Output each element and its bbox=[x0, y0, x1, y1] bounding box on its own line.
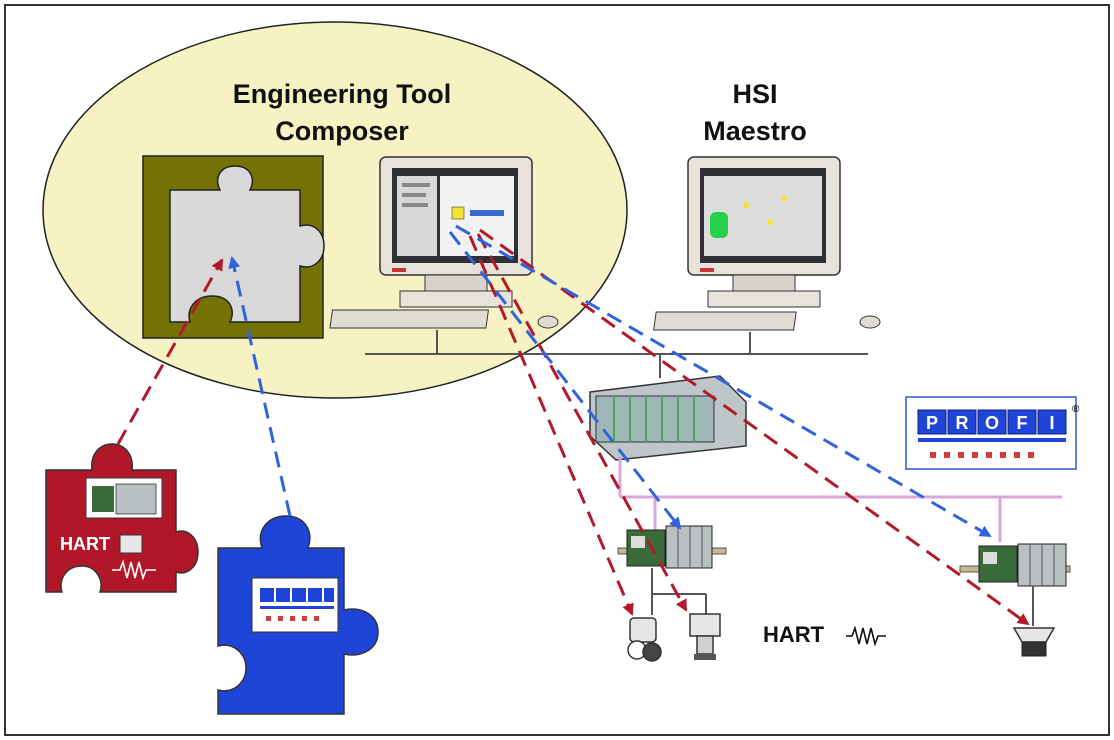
red-arrow-hart-to-frame bbox=[116, 258, 224, 445]
red-arrow-composer-to-transmitter bbox=[476, 233, 688, 612]
composer-mouse bbox=[537, 315, 559, 329]
remote-io-station-2 bbox=[959, 543, 1071, 626]
ethernet-network bbox=[365, 330, 868, 378]
profibus-logo: P R O F I ® bbox=[905, 396, 1080, 470]
profi-letter-3: O bbox=[985, 413, 999, 433]
dtm-puzzle-frame bbox=[142, 155, 325, 339]
blue-arrow-profi-to-frame bbox=[228, 256, 292, 517]
hart-dtm-piece: HART bbox=[45, 443, 199, 593]
hsi-mouse bbox=[859, 315, 881, 329]
red-dashed-arrows bbox=[116, 228, 1030, 626]
remote-io-station-1 bbox=[617, 525, 727, 615]
hsi-title-line1: HSI bbox=[732, 79, 777, 109]
hsi-workstation bbox=[653, 156, 881, 331]
red-arrow-composer-to-sensor bbox=[479, 228, 1030, 626]
composer-title-line1: Engineering Tool bbox=[233, 79, 452, 109]
red-arrow-composer-to-valve bbox=[468, 235, 634, 616]
profi-letter-2: R bbox=[956, 413, 969, 433]
hart-dtm-wave-icon bbox=[112, 559, 156, 581]
composer-keyboard bbox=[329, 309, 490, 329]
profi-letter-5: I bbox=[1049, 413, 1054, 433]
profi-logo-dots bbox=[930, 452, 1034, 458]
profibus-dtm-piece bbox=[217, 515, 379, 715]
field-sensor-device bbox=[1012, 627, 1056, 657]
composer-title-line2: Composer bbox=[275, 116, 409, 146]
plc-controller bbox=[589, 375, 747, 461]
blue-dashed-arrows bbox=[228, 224, 992, 538]
profi-registered-mark: ® bbox=[1072, 404, 1080, 415]
hsi-title-line2: Maestro bbox=[703, 116, 807, 146]
field-valve-device bbox=[627, 617, 662, 662]
hsi-keyboard bbox=[653, 311, 797, 331]
hart-bus-label: HART bbox=[763, 622, 825, 647]
profibus-network bbox=[618, 456, 1062, 542]
blue-arrow-composer-to-io2 bbox=[455, 224, 992, 538]
profi-letter-4: F bbox=[1017, 413, 1028, 433]
profi-letter-1: P bbox=[926, 413, 938, 433]
blue-arrow-composer-to-io1 bbox=[448, 231, 682, 530]
hart-dtm-label: HART bbox=[60, 534, 110, 554]
hart-dtm-device-icon bbox=[119, 534, 143, 554]
field-transmitter-device bbox=[689, 613, 721, 660]
composer-workstation bbox=[329, 156, 559, 329]
